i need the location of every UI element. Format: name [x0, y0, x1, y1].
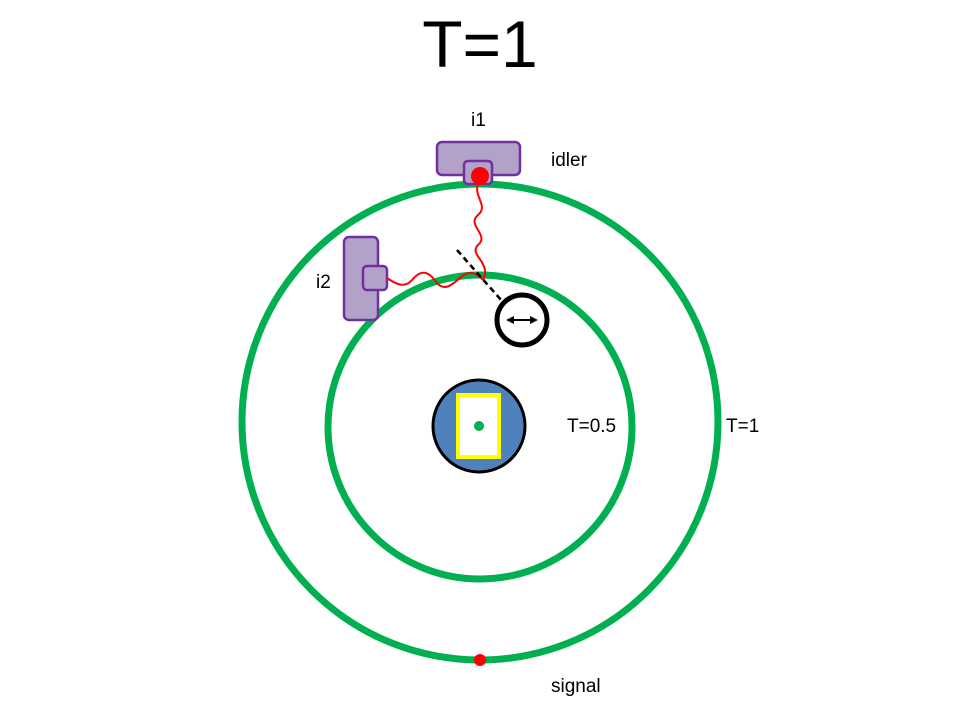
- pump-dot: [474, 421, 484, 431]
- idler-photon-path-i2: [386, 271, 484, 288]
- label-inner-ring: T=0.5: [567, 416, 617, 437]
- label-i1: i1: [471, 110, 486, 131]
- idler-photon-path-i1: [473, 179, 486, 281]
- idler-photon-dot: [471, 167, 489, 185]
- label-signal: signal: [551, 676, 601, 697]
- label-outer-ring: T=1: [726, 416, 760, 437]
- beam-splitter-axis: [456, 249, 503, 302]
- diagram-title: T=1: [422, 7, 538, 81]
- detector-i2-port: [361, 264, 389, 292]
- label-idler: idler: [551, 150, 587, 171]
- double-arrow-icon: [506, 316, 538, 324]
- signal-photon-dot: [474, 654, 486, 666]
- label-i2: i2: [316, 272, 331, 293]
